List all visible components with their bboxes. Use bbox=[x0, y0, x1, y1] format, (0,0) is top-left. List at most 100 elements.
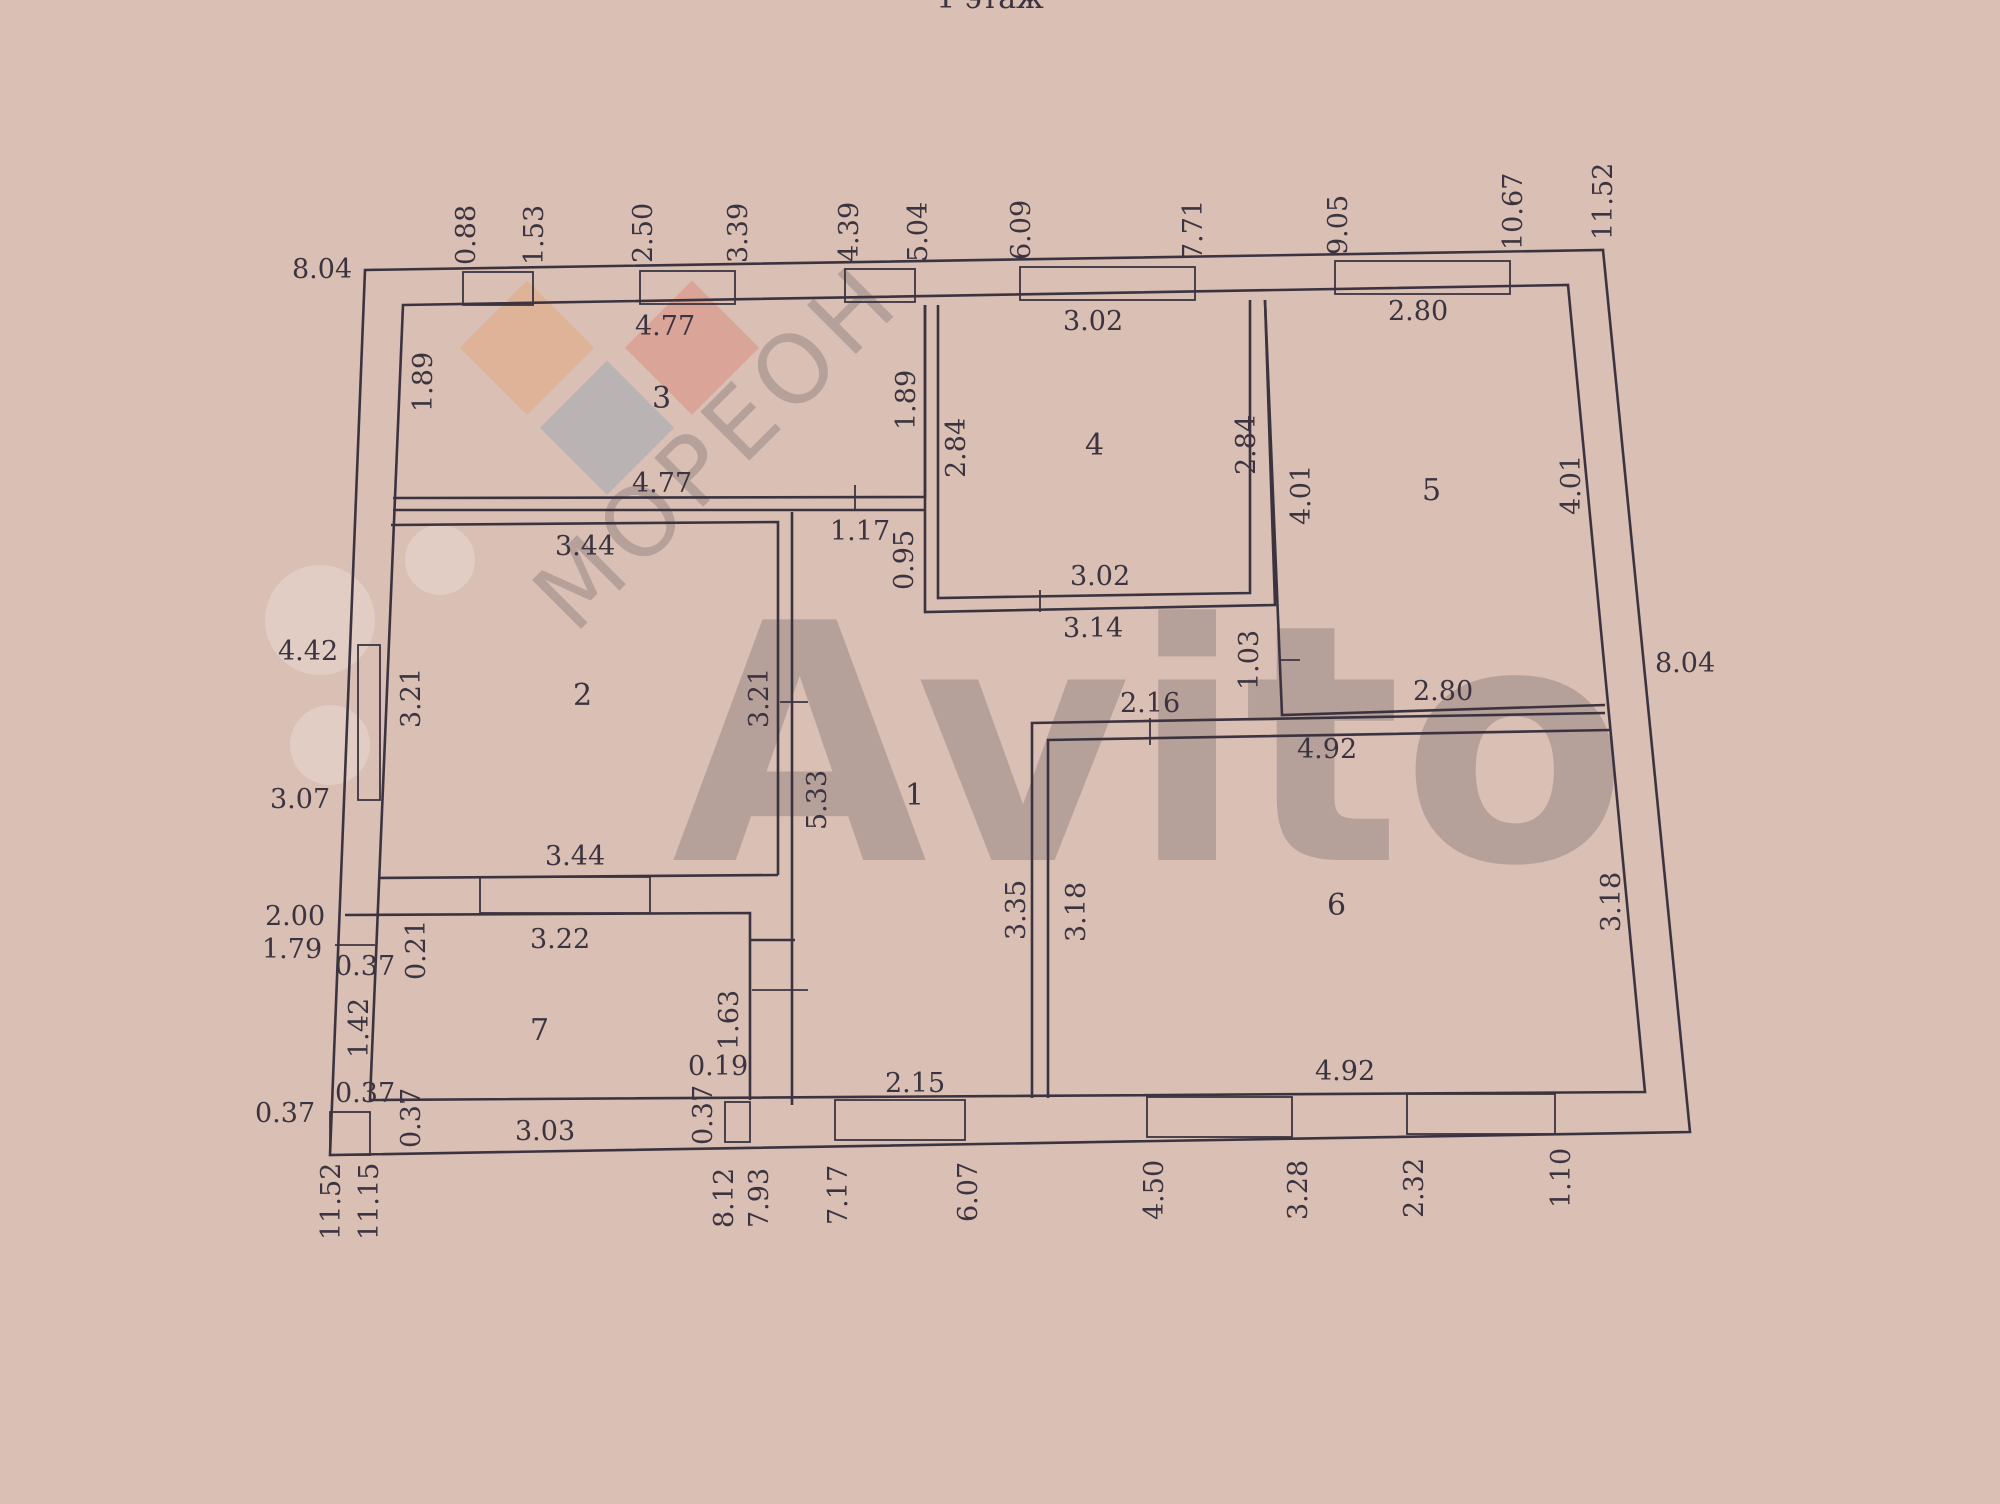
top-windows bbox=[462, 260, 1511, 306]
room7-dim-019: 0.19 bbox=[688, 1051, 748, 1082]
room2-dim-right: 3.21 bbox=[744, 668, 775, 728]
room5-walls bbox=[1263, 299, 1606, 717]
room5-dim-bottom: 2.80 bbox=[1413, 676, 1473, 707]
tick-top-5: 5.04 bbox=[903, 202, 934, 262]
room6-dim-top: 4.92 bbox=[1297, 734, 1357, 765]
tick-top-7: 7.71 bbox=[1178, 200, 1209, 260]
tick-left-0: 8.04 bbox=[292, 254, 352, 285]
interior-walls bbox=[329, 299, 1611, 1156]
tick-top-2: 2.50 bbox=[628, 203, 659, 263]
window-bottom-3 bbox=[1406, 1093, 1556, 1135]
corner-box bbox=[329, 1111, 371, 1156]
room1-dim-door: 1.17 bbox=[830, 516, 890, 547]
room7-dim-142: 1.42 bbox=[344, 998, 375, 1058]
room7-top-wall bbox=[344, 911, 752, 1100]
window-top-4 bbox=[1019, 266, 1196, 301]
room6-dim-left: 3.18 bbox=[1061, 882, 1092, 942]
room6-dim-bottom: 4.92 bbox=[1315, 1056, 1375, 1087]
room2-number: 2 bbox=[573, 678, 592, 713]
outer-wall-inner-line bbox=[368, 283, 1647, 1102]
room-2: 3.44 3.21 3.21 3.44 2 bbox=[396, 531, 775, 872]
room7-dim-037-d: 0.37 bbox=[688, 1085, 719, 1145]
room6-walls bbox=[1030, 711, 1606, 1098]
room4-dim-right: 2.84 bbox=[1231, 415, 1262, 475]
room7-dim-163: 1.63 bbox=[714, 990, 745, 1050]
tick-bottom-1: 11.15 bbox=[354, 1163, 385, 1240]
room-5: 2.80 4.01 4.01 2.80 5 bbox=[1286, 296, 1587, 707]
room5-dim-left: 4.01 bbox=[1286, 465, 1317, 525]
tick-top-9: 10.67 bbox=[1498, 173, 1529, 250]
left-windows bbox=[357, 644, 381, 801]
room5-dim-right: 4.01 bbox=[1556, 455, 1587, 515]
tick-bottom-5: 6.07 bbox=[953, 1162, 984, 1222]
room1-dim-103: 1.03 bbox=[1234, 630, 1265, 690]
avito-dot-medium bbox=[405, 525, 475, 595]
tick-left-1: 4.42 bbox=[278, 636, 338, 667]
outer-wall-outer-line bbox=[328, 248, 1692, 1157]
room3-dim-left: 1.89 bbox=[408, 352, 439, 412]
tick-bottom-9: 1.10 bbox=[1546, 1148, 1577, 1208]
room7-dim-037-a: 0.37 bbox=[335, 951, 395, 982]
bottom-dimension-ticks: 11.52 11.15 8.12 7.93 7.17 6.07 4.50 3.2… bbox=[316, 1148, 1577, 1240]
room-6: 4.92 3.18 3.18 4.92 6 bbox=[1061, 734, 1627, 1087]
watermark-logo-orange bbox=[459, 280, 595, 415]
window-bottom-2 bbox=[1146, 1096, 1293, 1138]
door-room2-room7 bbox=[479, 876, 651, 914]
room5-number: 5 bbox=[1422, 473, 1441, 508]
room1-dim-corridor: 3.14 bbox=[1063, 613, 1123, 644]
tick-bottom-4: 7.17 bbox=[823, 1165, 854, 1225]
top-dimension-ticks: 0.88 1.53 2.50 3.39 4.39 5.04 6.09 7.71 … bbox=[451, 163, 1619, 265]
room7-dim-top: 3.22 bbox=[530, 924, 590, 955]
room3-number: 3 bbox=[652, 381, 671, 416]
tick-top-0: 0.88 bbox=[451, 205, 482, 265]
room1-dim-right: 3.35 bbox=[1001, 880, 1032, 940]
tick-left-4: 1.79 bbox=[262, 934, 322, 965]
outer-walls bbox=[328, 248, 1692, 1157]
tick-left-5: 0.37 bbox=[255, 1098, 315, 1129]
room-7: 3.22 0.37 0.21 1.42 0.37 0.37 3.03 1.63 … bbox=[335, 920, 748, 1148]
avito-dot-large bbox=[265, 565, 375, 675]
tick-bottom-7: 3.28 bbox=[1283, 1160, 1314, 1220]
watermark-logo-blue bbox=[539, 360, 675, 495]
bottom-windows bbox=[834, 1093, 1556, 1141]
room5-dim-top: 2.80 bbox=[1388, 296, 1448, 327]
room6-inner bbox=[1046, 728, 1611, 1098]
watermark-avito-text: Avito bbox=[672, 554, 1628, 938]
tick-bottom-2: 8.12 bbox=[709, 1168, 740, 1228]
window-top-2 bbox=[639, 270, 736, 305]
room7-dim-037-b: 0.37 bbox=[335, 1078, 395, 1109]
room1-dim-left: 5.33 bbox=[802, 770, 833, 830]
room7-dim-037-c: 0.37 bbox=[396, 1088, 427, 1148]
room4-inner bbox=[936, 300, 1252, 600]
room2-walls-top bbox=[390, 520, 780, 875]
room7-dim-bottom: 3.03 bbox=[515, 1116, 575, 1147]
avito-watermark: Avito bbox=[265, 525, 1628, 938]
closet-box bbox=[724, 1101, 751, 1143]
room2-dim-bottom: 3.44 bbox=[545, 841, 605, 872]
room4-number: 4 bbox=[1085, 428, 1104, 463]
room7-number: 7 bbox=[530, 1013, 549, 1048]
room2-dim-left: 3.21 bbox=[396, 668, 427, 728]
room3-dim-right: 1.89 bbox=[891, 370, 922, 430]
room6-dim-right: 3.18 bbox=[1596, 872, 1627, 932]
tick-left-2: 3.07 bbox=[270, 784, 330, 815]
room-1: 1.17 0.95 3.14 1.03 2.16 5.33 3.35 2.15 … bbox=[802, 516, 1265, 1099]
tick-bottom-8: 2.32 bbox=[1399, 1158, 1430, 1218]
page-title: 1 этаж bbox=[936, 0, 1044, 16]
room-3: 4.77 1.89 1.89 4.77 3 bbox=[408, 311, 922, 499]
watermark-logo-red bbox=[624, 280, 760, 415]
tick-bottom-3: 7.93 bbox=[744, 1168, 775, 1228]
tick-top-4: 4.39 bbox=[834, 202, 865, 262]
room3-dim-bottom: 4.77 bbox=[632, 468, 692, 499]
room1-dim-095: 0.95 bbox=[889, 530, 920, 590]
room4-dim-bottom: 3.02 bbox=[1070, 561, 1130, 592]
tick-left-3: 2.00 bbox=[265, 901, 325, 932]
window-top-1 bbox=[462, 271, 534, 306]
tick-top-8: 9.05 bbox=[1323, 195, 1354, 255]
room-4: 3.02 2.84 2.84 3.02 4 bbox=[941, 306, 1262, 592]
tick-right-0: 8.04 bbox=[1655, 648, 1715, 679]
room1-number: 1 bbox=[905, 778, 924, 813]
window-left-1 bbox=[357, 644, 381, 801]
